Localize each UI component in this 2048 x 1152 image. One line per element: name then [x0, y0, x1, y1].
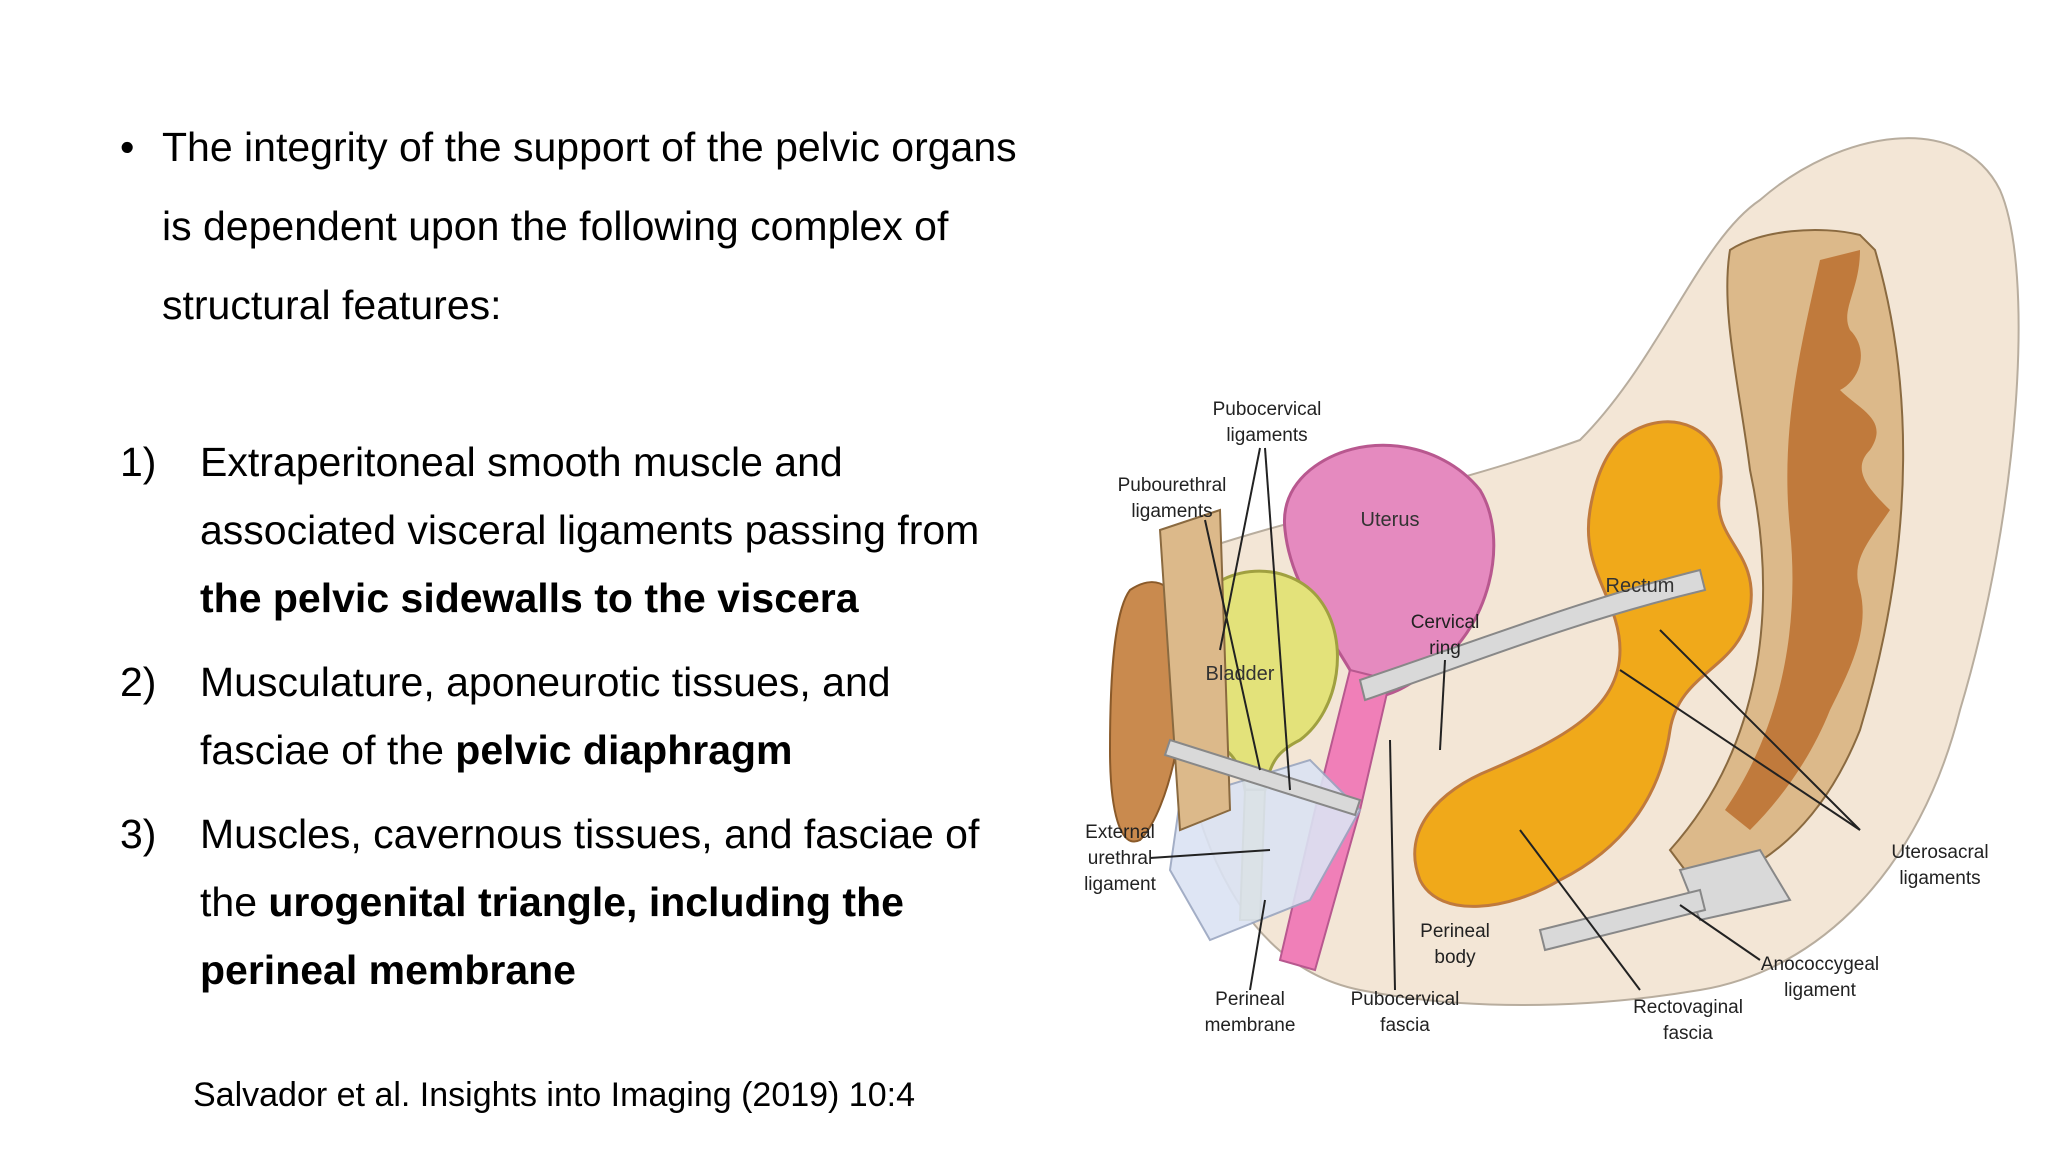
- uterosacral-ligament-band: [1358, 568, 1707, 702]
- perineal-body-label-2: body: [1434, 947, 1476, 968]
- intro-text: The integrity of the support of the pelv…: [162, 124, 1017, 328]
- leader-line-anococcygeal: [1679, 904, 1761, 961]
- intro-paragraph: • The integrity of the support of the pe…: [120, 108, 1020, 345]
- leader-lines: [1149, 447, 1861, 991]
- feature-list: 1) Extraperitoneal smooth muscle and ass…: [120, 428, 1020, 1020]
- uterosacral-ligaments-label-2: ligaments: [1899, 868, 1980, 889]
- rectovaginal-fascia-label-1: Rectovaginal: [1633, 997, 1743, 1018]
- perineal-membrane-label-1: Perineal: [1215, 989, 1285, 1010]
- list-text: Extraperitoneal smooth muscle and associ…: [200, 439, 980, 553]
- list-item: 3) Muscles, cavernous tissues, and fasci…: [120, 800, 1020, 1004]
- pelvic-anatomy-figure: Uterus Rectum Bladder Cervical ring Pubo…: [1060, 110, 2040, 1152]
- leader-line-pubocervical-fascia: [1389, 739, 1396, 991]
- uterosacral-ligaments-label-1: Uterosacral: [1891, 842, 1988, 863]
- uterus-label: Uterus: [1361, 509, 1420, 531]
- list-item: 1) Extraperitoneal smooth muscle and ass…: [120, 428, 1020, 632]
- rectovaginal-fascia-label-2: fascia: [1663, 1023, 1713, 1044]
- leader-line-external-urethral: [1149, 849, 1271, 859]
- external-urethral-ligament-label-2: urethral: [1088, 848, 1152, 869]
- citation: Salvador et al. Insights into Imaging (2…: [193, 1076, 915, 1114]
- list-text-bold: pelvic diaphragm: [455, 727, 793, 773]
- bullet-marker: •: [120, 124, 135, 170]
- leader-line-cervical-ring: [1439, 659, 1446, 751]
- pubocervical-ligament-band: [1163, 738, 1362, 817]
- pubocervical-ligaments-label-1: Pubocervical: [1213, 399, 1322, 420]
- rectum-label: Rectum: [1606, 575, 1675, 597]
- leader-line-rectovaginal: [1519, 829, 1641, 991]
- pubourethral-ligaments-label-2: ligaments: [1131, 501, 1212, 522]
- pubocervical-fascia-label-2: fascia: [1380, 1015, 1430, 1036]
- leader-line-pubocervical-ligaments: [1264, 447, 1291, 791]
- pubourethral-ligaments-label-1: Pubourethral: [1118, 475, 1227, 496]
- leader-line-uterosacral-2: [1619, 669, 1861, 831]
- sacrum-marrow: [1725, 250, 1890, 830]
- cervical-ring-label-1: Cervical: [1411, 612, 1480, 633]
- list-text-bold: urogenital triangle, including the perin…: [200, 879, 904, 993]
- bladder-label: Bladder: [1206, 663, 1275, 685]
- pelvic-anatomy-svg: Uterus Rectum Bladder Cervical ring Pubo…: [1084, 137, 2020, 1044]
- external-urethral-ligament-label-1: External: [1085, 822, 1155, 843]
- pubocervical-ligaments-label-2: ligaments: [1226, 425, 1307, 446]
- list-text: Muscles, cavernous tissues, and fasciae …: [200, 811, 980, 925]
- anococcygeal-ligament-band: [1538, 888, 1707, 952]
- external-urethral-ligament-label-3: ligament: [1084, 874, 1157, 895]
- list-item: 2) Musculature, aponeurotic tissues, and…: [120, 648, 1020, 784]
- pubocervical-fascia-label-1: Pubocervical: [1351, 989, 1460, 1010]
- list-text: Musculature, aponeurotic tissues, and fa…: [200, 659, 891, 773]
- perineal-membrane-label-2: membrane: [1205, 1015, 1296, 1036]
- list-number: 1): [120, 439, 157, 485]
- list-number: 3): [120, 811, 157, 857]
- rectum: [1413, 420, 1753, 908]
- list-number: 2): [120, 659, 157, 705]
- leader-line-pubourethral: [1204, 519, 1261, 771]
- leader-line-perineal-membrane: [1249, 899, 1266, 991]
- anococcygeal-ligament-label-1: Anococcygeal: [1761, 954, 1879, 975]
- anococcygeal-ligament-label-2: ligament: [1784, 980, 1857, 1001]
- leader-line-uterosacral-1: [1659, 629, 1861, 831]
- cervical-ring-label-2: ring: [1429, 638, 1461, 659]
- list-text-bold: the pelvic sidewalls to the viscera: [200, 575, 859, 621]
- perineal-body-label-1: Perineal: [1420, 921, 1490, 942]
